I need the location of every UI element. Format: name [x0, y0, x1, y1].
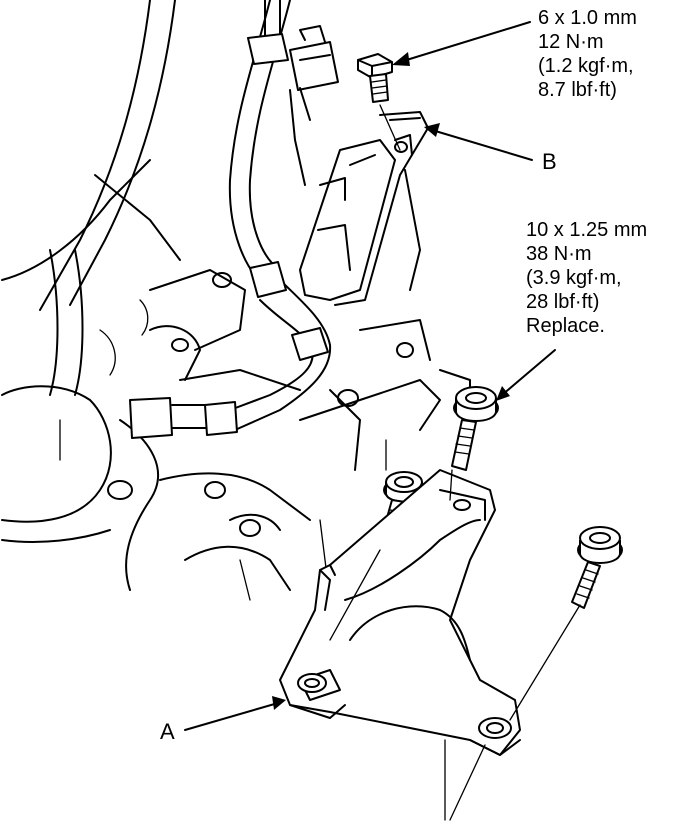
mount-a-part — [279, 469, 521, 756]
mid-bolt-torque-lbf: 28 lbf·ft) — [526, 291, 600, 313]
label-b: B — [542, 149, 557, 174]
mid-bolt-torque-kgf: (3.9 kgf·m, — [526, 267, 622, 289]
mid-bolt-replace-note: Replace. — [526, 315, 605, 337]
top-bolt-torque-lbf: 8.7 lbf·ft) — [538, 79, 617, 101]
top-bolt-spec: 6 x 1.0 mm 12 N·m (1.2 kgf·m, 8.7 lbf·ft… — [538, 6, 637, 102]
engine-block — [1, 159, 471, 601]
bracket-b-part — [299, 111, 429, 306]
mid-bolt-torque-nm: 38 N·m — [526, 243, 592, 265]
harness-connector — [247, 0, 339, 186]
mid-bolt-size: 10 x 1.25 mm — [526, 219, 648, 241]
hoses — [39, 0, 332, 439]
top-bolt-size: 6 x 1.0 mm — [538, 7, 637, 29]
mid-bolt-spec: 10 x 1.25 mm 38 N·m (3.9 kgf·m, 28 lbf·f… — [526, 218, 647, 338]
bolt-right — [571, 526, 623, 609]
alignment-lines — [329, 104, 581, 821]
bolt-10x1.25 — [451, 386, 499, 471]
top-bolt-torque-nm: 12 N·m — [538, 31, 604, 53]
leader-lines — [184, 21, 556, 731]
small-bolt — [357, 53, 393, 103]
top-bolt-torque-kgf: (1.2 kgf·m, — [538, 55, 634, 77]
label-a: A — [160, 719, 175, 744]
